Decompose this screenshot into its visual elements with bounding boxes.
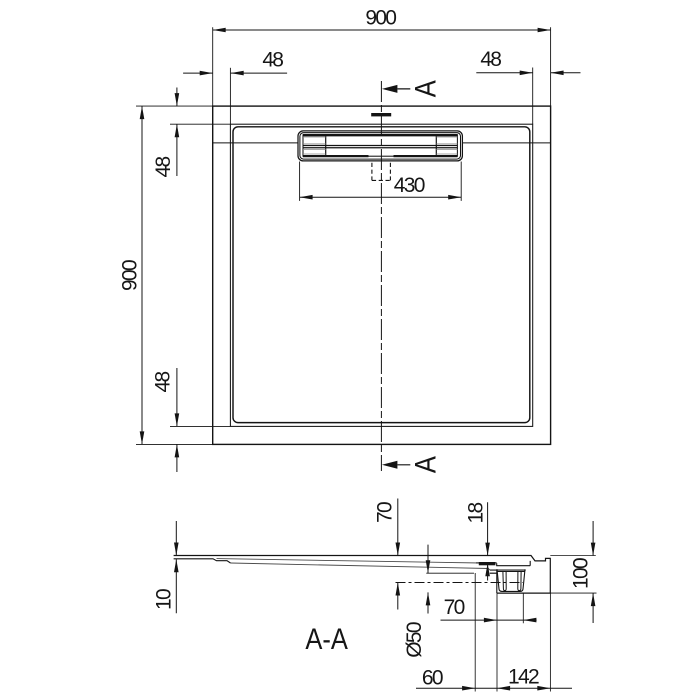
- svg-text:900: 900: [118, 260, 141, 291]
- svg-text:18: 18: [464, 503, 487, 524]
- svg-text:430: 430: [394, 174, 425, 197]
- svg-text:60: 60: [422, 666, 443, 689]
- svg-text:48: 48: [262, 49, 283, 72]
- svg-text:A-A: A-A: [305, 622, 348, 655]
- svg-text:70: 70: [444, 596, 465, 619]
- svg-text:48: 48: [480, 48, 501, 71]
- svg-text:48: 48: [151, 372, 174, 393]
- svg-text:900: 900: [365, 6, 396, 29]
- svg-text:70: 70: [374, 502, 397, 523]
- svg-text:100: 100: [570, 558, 593, 589]
- svg-text:10: 10: [152, 589, 175, 610]
- svg-text:48: 48: [152, 157, 175, 178]
- svg-text:A: A: [409, 80, 442, 97]
- svg-text:A: A: [409, 456, 442, 473]
- svg-text:Ø50: Ø50: [403, 622, 426, 658]
- svg-text:142: 142: [508, 666, 539, 689]
